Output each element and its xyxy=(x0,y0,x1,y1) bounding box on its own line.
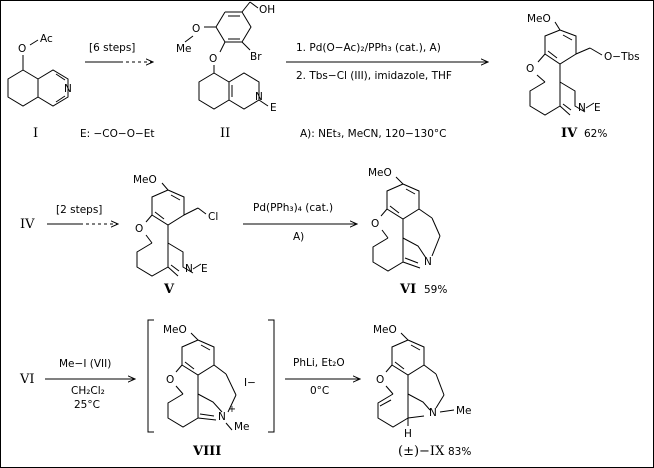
group-MeO: MeO xyxy=(368,167,392,179)
group-Cl: Cl xyxy=(208,211,218,223)
label-compound-IX: (±)−IX xyxy=(398,444,445,459)
group-O-ether: O xyxy=(209,53,217,65)
group-E: E xyxy=(270,102,277,114)
group-N: N xyxy=(64,83,72,95)
reaction-arrow-5: Me−I (VII) CH₂Cl₂ 25°C xyxy=(45,358,135,411)
group-E: E xyxy=(594,102,601,114)
arrow-5-reagent: Me−I (VII) xyxy=(59,358,111,370)
group-O: O xyxy=(18,43,26,55)
group-MeO: MeO xyxy=(527,13,551,25)
compound-VI: MeO O N VI 59% xyxy=(368,167,447,297)
group-MeO: MeO xyxy=(133,174,157,186)
reaction-arrow-4: Pd(PPh₃)₄ (cat.) A) xyxy=(243,202,357,243)
yield-VI: 59% xyxy=(424,284,447,296)
group-N: N xyxy=(578,102,586,114)
group-O: O xyxy=(135,223,143,235)
compound-I: O Ac N I xyxy=(7,33,72,141)
group-E: E xyxy=(201,263,208,275)
arrow-2-step-2: 2. Tbs−Cl (III), imidazole, THF xyxy=(296,70,452,82)
label-compound-I: I xyxy=(33,126,38,141)
arrow-6-temperature: 0°C xyxy=(310,385,329,397)
compound-VIII: MeO O N + Me I− xyxy=(163,324,256,433)
group-O: O xyxy=(371,218,379,230)
compound-IV: MeO O−Tbs O N E IV 62% xyxy=(526,13,640,141)
group-Br: Br xyxy=(250,51,262,63)
group-MeO: MeO xyxy=(373,324,397,336)
counterion-iodide: I− xyxy=(244,377,256,389)
group-O-methoxy: O xyxy=(192,23,200,35)
salt-brackets xyxy=(147,319,275,433)
arrow-4-conditions: A) xyxy=(293,231,304,243)
yield-IX: 83% xyxy=(448,446,471,458)
arrow-5-solvent: CH₂Cl₂ xyxy=(71,385,105,397)
label-compound-VI: VI xyxy=(399,282,416,297)
arrow-4-catalyst: Pd(PPh₃)₄ (cat.) xyxy=(253,202,333,214)
charge-plus: + xyxy=(228,404,236,415)
group-Me: Me xyxy=(456,405,472,417)
yield-IV: 62% xyxy=(584,128,607,140)
label-compound-II: II xyxy=(220,126,230,141)
label-compound-VIII: VIII xyxy=(192,444,221,459)
group-MeO: MeO xyxy=(163,324,187,336)
reaction-arrow-2: 1. Pd(O−Ac)₂/PPh₃ (cat.), A) 2. Tbs−Cl (… xyxy=(286,42,488,140)
arrow-6-reagent: PhLi, Et₂O xyxy=(293,357,345,369)
arrow-1-steps: [6 steps] xyxy=(89,42,135,54)
arrow-5-temperature: 25°C xyxy=(74,399,100,411)
group-O: O xyxy=(376,374,384,386)
group-Ac: Ac xyxy=(40,33,53,45)
reaction-arrow-6: PhLi, Et₂O 0°C xyxy=(285,357,360,397)
group-H: H xyxy=(404,428,412,440)
label-start-IV: IV xyxy=(20,217,35,232)
label-start-VI: VI xyxy=(19,372,35,387)
label-compound-IV: IV xyxy=(561,126,578,141)
group-N: N xyxy=(185,263,193,275)
group-N: N xyxy=(218,411,226,423)
arrow-2-step-1: 1. Pd(O−Ac)₂/PPh₃ (cat.), A) xyxy=(296,42,441,54)
conditions-A: A): NEt₃, MeCN, 120−130°C xyxy=(300,128,447,140)
group-Me: Me xyxy=(234,421,250,433)
group-O-Tbs: O−Tbs xyxy=(604,51,640,63)
compound-V: MeO Cl O N E V xyxy=(133,174,218,297)
label-compound-V: V xyxy=(163,282,175,297)
group-N: N xyxy=(424,256,432,268)
group-O: O xyxy=(526,63,534,75)
group-OH: OH xyxy=(259,4,275,16)
group-Me: Me xyxy=(176,43,192,55)
group-N: N xyxy=(255,91,263,103)
arrow-3-steps: [2 steps] xyxy=(56,204,102,216)
group-N: N xyxy=(429,407,437,419)
reaction-arrow-1: [6 steps] xyxy=(85,42,153,62)
reaction-arrow-3: [2 steps] xyxy=(47,204,118,224)
compound-IX: MeO O H N Me (±)−IX 83% xyxy=(373,324,472,459)
compound-II: OH O Me Br O N E II xyxy=(176,1,277,141)
E-definition: E: −CO−O−Et xyxy=(80,128,155,140)
group-O: O xyxy=(166,374,174,386)
